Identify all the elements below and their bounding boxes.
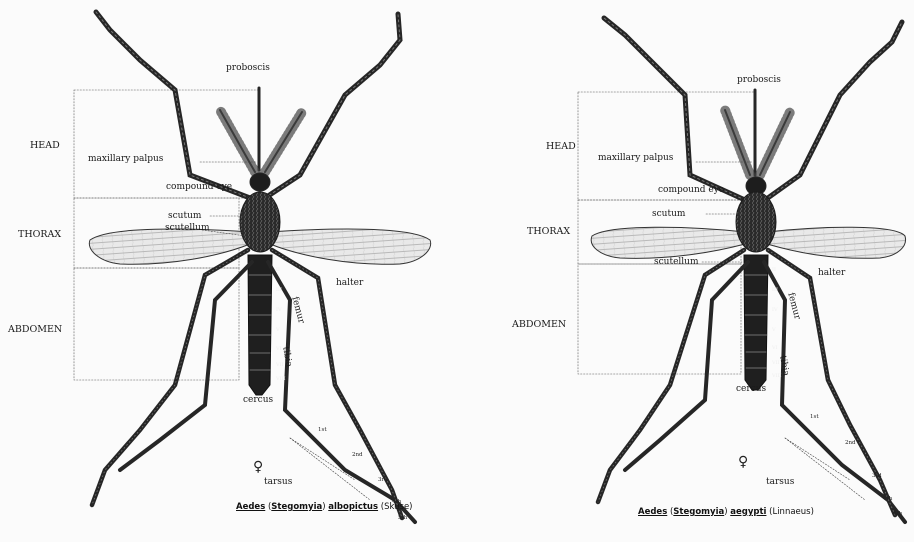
left-caption-species: albopictus (328, 502, 378, 512)
left-label-compound-eye: compound eye (166, 183, 232, 192)
right-female-symbol: ♀ (738, 455, 748, 469)
right-segment-vi: VI (772, 346, 778, 351)
left-segment-vi: VI (276, 347, 282, 352)
left-mosquito (74, 12, 431, 522)
right-tarsal-4: 4th (883, 497, 892, 503)
left-region-abdomen: ABDOMEN (8, 325, 62, 335)
right-region-head: HEAD (546, 142, 576, 152)
right-caption-genus: Aedes (638, 507, 667, 517)
right-segment-vii: VII (772, 361, 780, 366)
left-front-leg-left (96, 12, 250, 198)
right-label-compound-eye: compound eye (658, 186, 724, 195)
left-label-tarsus: tarsus (264, 478, 292, 487)
right-label-scutum: scutum (652, 210, 685, 219)
left-tarsal-1: 1st (318, 428, 327, 434)
right-tarsal-5: 5th (893, 512, 902, 518)
right-hind-leg-left (625, 262, 748, 470)
left-label-scutellum: scutellum (165, 224, 210, 233)
left-label-cercus: cercus (243, 396, 273, 405)
right-caption-author: (Linnaeus) (769, 507, 814, 517)
right-segment-iii: III (772, 288, 778, 293)
left-segment-iv: IV (276, 308, 282, 313)
left-segment-vii: VII (276, 363, 284, 368)
right-region-abdomen: ABDOMEN (512, 320, 566, 330)
right-label-halter: halter (818, 269, 845, 278)
right-mosquito (578, 18, 906, 522)
right-segment-v: V (772, 328, 776, 333)
left-segment-ii: II (276, 268, 280, 273)
left-front-leg-right (265, 14, 400, 198)
right-caption-subgenus: Stegomyia (673, 507, 724, 517)
left-label-proboscis: proboscis (226, 64, 270, 73)
left-caption: Aedes (Stegomyia) albopictus (Skuse) (236, 503, 412, 512)
right-region-thorax: THORAX (527, 227, 570, 237)
left-label-scutum: scutum (168, 212, 201, 221)
left-label-maxillary-palpus: maxillary palpus (88, 155, 163, 164)
right-label-cercus: cercus (736, 385, 766, 394)
right-label-maxillary-palpus: maxillary palpus (598, 154, 673, 163)
left-wing-right (270, 229, 431, 264)
left-region-head: HEAD (30, 141, 60, 151)
left-caption-subgenus: Stegomyia (271, 502, 322, 512)
right-tarsal-3: 3rd (872, 474, 882, 480)
right-label-scutellum: scutellum (654, 258, 699, 267)
left-caption-genus: Aedes (236, 502, 265, 512)
right-segment-ii: II (772, 268, 776, 273)
right-tarsal-1: 1st (810, 415, 819, 421)
left-female-symbol: ♀ (253, 460, 263, 474)
left-tarsal-2: 2nd (352, 453, 363, 459)
right-label-tarsus: tarsus (766, 478, 794, 487)
left-segment-iii: III (276, 288, 282, 293)
right-segment-iv: IV (772, 308, 778, 313)
right-wing-right (767, 227, 906, 258)
left-caption-author: (Skuse) (381, 502, 413, 512)
right-caption: Aedes (Stegomyia) aegypti (Linnaeus) (638, 508, 814, 517)
left-hind-leg-left (120, 262, 252, 470)
left-segment-v: V (276, 328, 280, 333)
right-tarsal-2: 2nd (845, 441, 856, 447)
right-wing-left (591, 227, 745, 258)
right-caption-species: aegypti (730, 507, 766, 517)
left-thorax-shape (240, 192, 280, 252)
left-tarsal-3: 3rd (378, 478, 388, 484)
right-thorax-shape (736, 192, 776, 252)
left-label-halter: halter (336, 279, 363, 288)
right-label-proboscis: proboscis (737, 76, 781, 85)
right-segment-viii: VIII (772, 374, 782, 379)
left-tarsal-5: 5th (398, 516, 407, 522)
left-wing-left (89, 229, 250, 264)
left-abdomen-shape (248, 255, 272, 395)
left-region-thorax: THORAX (18, 230, 61, 240)
left-segment-viii: VIII (276, 377, 286, 382)
